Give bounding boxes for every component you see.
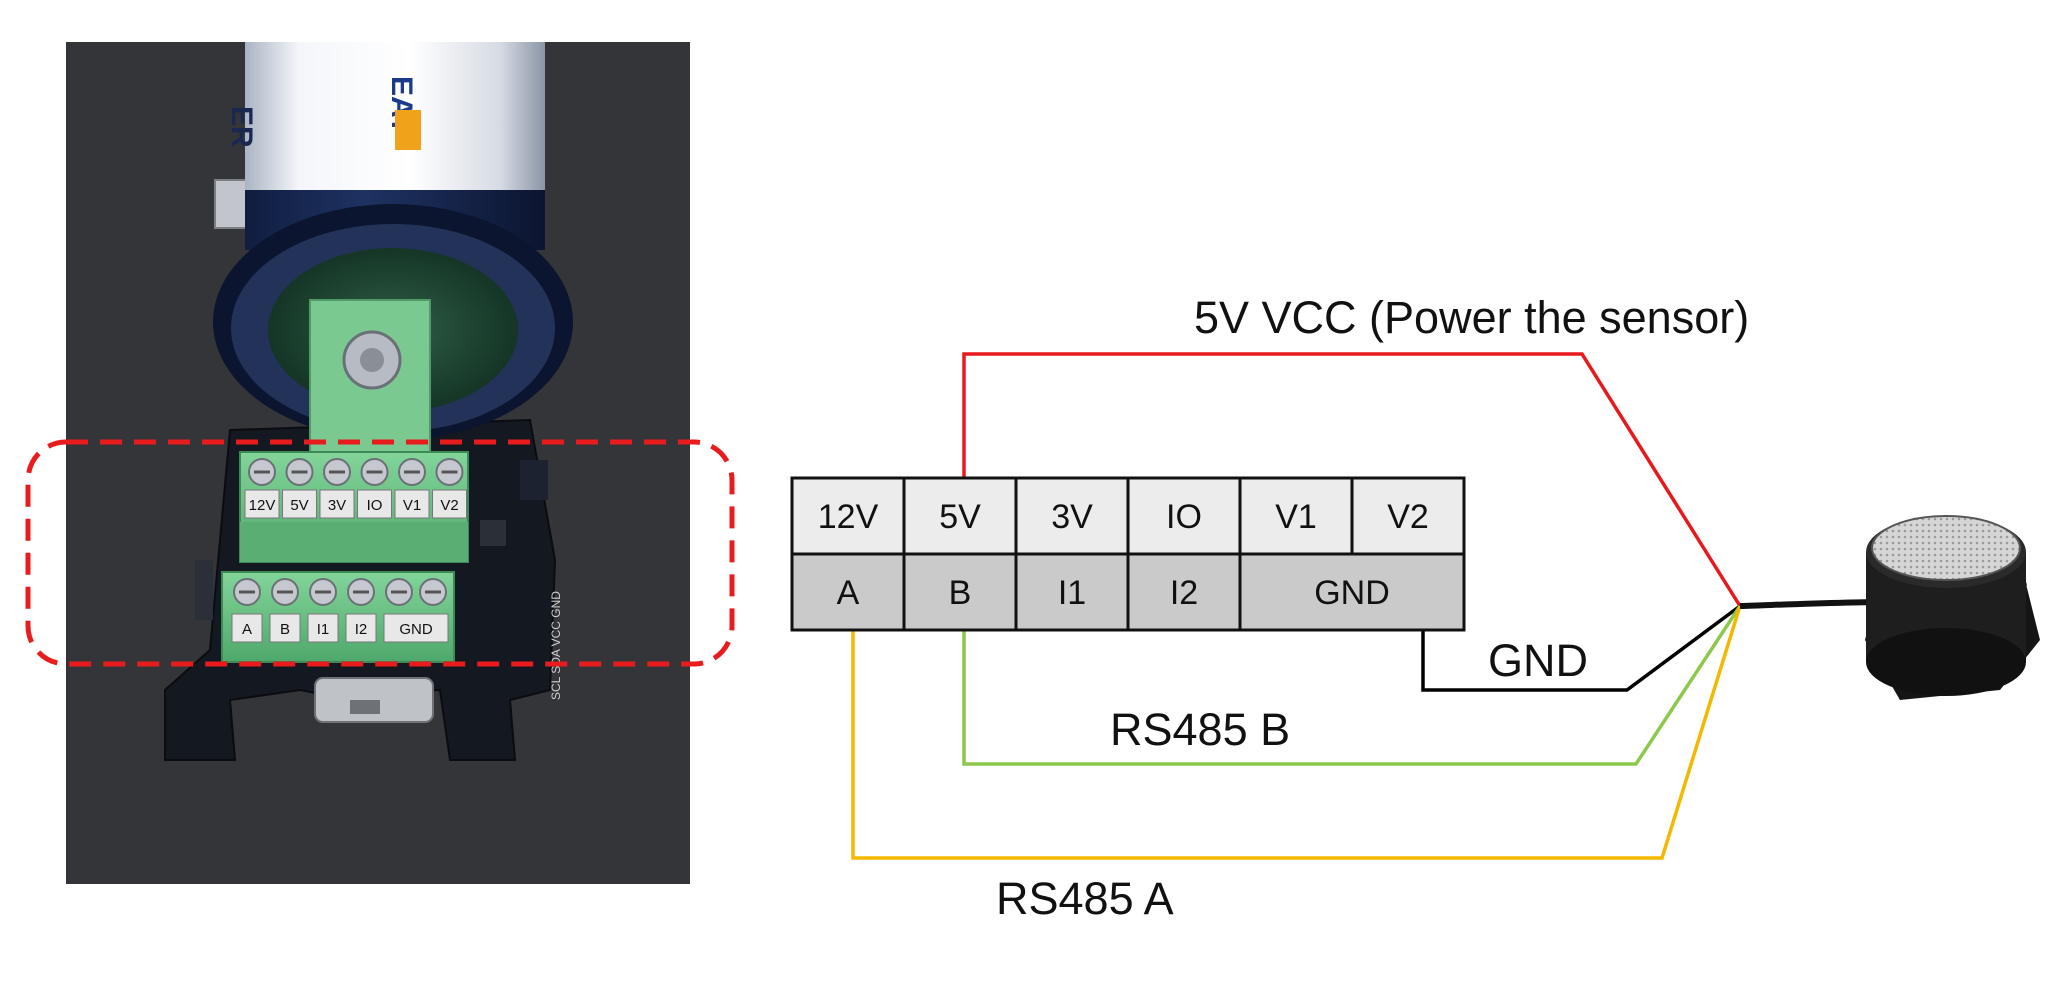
photo-terminal-label: I2 xyxy=(355,621,368,638)
photo-terminal-label: V1 xyxy=(403,497,421,514)
photo-terminal-bottom: A B I1 I2 GND xyxy=(221,571,455,663)
terminal-i2: I2 xyxy=(1170,574,1198,612)
terminal-3v: 3V xyxy=(1051,498,1093,536)
battery-label: ER xyxy=(225,106,258,148)
terminal-5v: 5V xyxy=(939,498,981,536)
photo-terminal-label: A xyxy=(242,621,252,638)
pcb-silk-label: SCL SDA VCC GND xyxy=(549,591,563,700)
photo-terminal-label: IO xyxy=(367,497,383,514)
terminal-a: A xyxy=(837,574,860,612)
terminal-b: B xyxy=(949,574,972,612)
photo-terminal-label: B xyxy=(280,621,290,638)
terminal-12v: 12V xyxy=(818,498,879,536)
photo-terminal-tag xyxy=(231,613,263,643)
terminal-i1: I1 xyxy=(1058,574,1086,612)
photo-terminal-tag xyxy=(394,489,430,519)
photo-terminal-tag xyxy=(282,489,317,519)
photo-terminal-tag xyxy=(307,613,339,643)
label-rs485a: RS485 A xyxy=(996,873,1174,924)
terminal-v1: V1 xyxy=(1275,498,1317,536)
ultrasonic-sensor xyxy=(1739,515,2040,700)
photo-terminal-label: V2 xyxy=(440,497,458,514)
wire-gnd xyxy=(1421,604,1742,692)
photo-terminal-label: 5V xyxy=(290,497,308,514)
label-vcc: 5V VCC (Power the sensor) xyxy=(1194,292,1749,343)
photo-terminal-tag xyxy=(319,489,355,519)
terminal-gnd: GND xyxy=(1314,574,1390,612)
wire-vcc xyxy=(962,352,1742,607)
photo-terminal-tag xyxy=(269,613,301,643)
photo-terminal-label: I1 xyxy=(317,621,330,638)
wire-rs485b xyxy=(962,605,1742,766)
photo-terminal-tag xyxy=(345,613,377,643)
wire-rs485a xyxy=(851,605,1742,860)
photo-terminal-tag xyxy=(357,489,392,519)
sensor-mesh xyxy=(1872,516,2020,580)
photo-terminal-tag xyxy=(383,613,449,643)
highlight-box xyxy=(25,439,735,667)
photo-terminal-top: 12V 5V 3V IO V1 V2 xyxy=(239,451,469,563)
label-rs485b: RS485 B xyxy=(1110,704,1290,755)
photo-terminal-label: 12V xyxy=(249,497,276,514)
label-gnd: GND xyxy=(1488,635,1588,686)
photo-terminal-label: GND xyxy=(399,621,433,638)
photo-terminal-tag xyxy=(432,489,467,519)
terminal-v2: V2 xyxy=(1387,498,1429,536)
photo-terminal-label: 3V xyxy=(328,497,346,514)
terminal-io: IO xyxy=(1166,498,1202,536)
photo-terminal-tag xyxy=(244,489,280,519)
terminal-block: 12V 5V 3V IO V1 V2 A B I1 I2 GND xyxy=(790,476,1466,632)
